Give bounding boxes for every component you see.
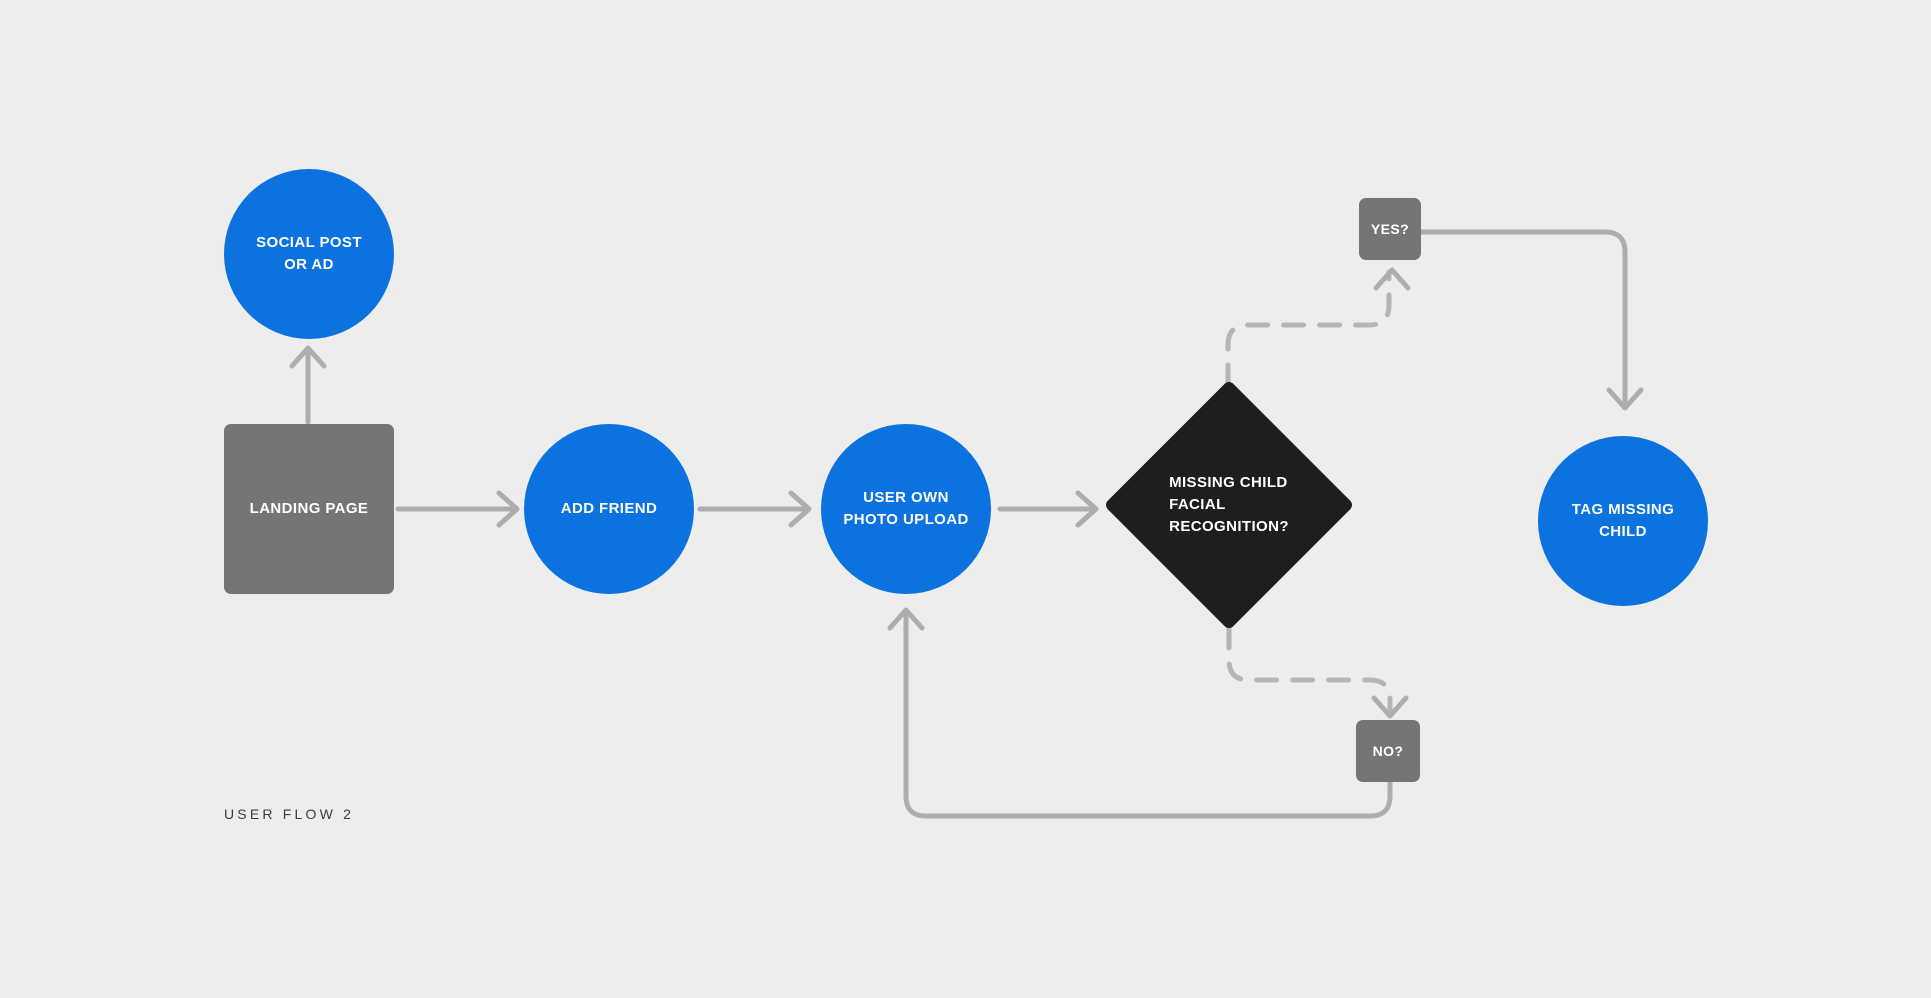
node-label-missing-child-facial-recognition: MISSING CHILD FACIAL RECOGNITION? <box>1169 474 1289 535</box>
diamond-shape <box>1106 382 1352 628</box>
node-label-add-friend: ADD FRIEND <box>560 500 658 518</box>
node-user-own-photo-upload[interactable]: USER OWN PHOTO UPLOAD <box>821 424 991 594</box>
node-social-post-or-ad[interactable]: SOCIAL POST OR AD <box>224 169 394 339</box>
edge-decision-to-yes <box>1225 267 1411 388</box>
node-yes[interactable]: YES? <box>1359 198 1421 260</box>
edge-decision-to-no <box>1226 625 1409 719</box>
node-add-friend[interactable]: ADD FRIEND <box>524 424 694 594</box>
node-label-landing-page: LANDING PAGE <box>249 500 369 518</box>
node-label-yes: YES? <box>1370 220 1410 237</box>
edge-no-to-photo-upload-loop <box>887 607 1393 819</box>
edge-add-friend-to-photo-upload <box>697 490 812 528</box>
node-landing-page[interactable]: LANDING PAGE <box>224 424 394 594</box>
diamond-text-wrap: MISSING CHILD FACIAL RECOGNITION? <box>1106 382 1352 628</box>
node-tag-missing-child[interactable]: TAG MISSING CHILD <box>1538 436 1708 606</box>
edge-landing-page-to-social-post <box>289 345 327 425</box>
node-label-no: NO? <box>1372 742 1404 759</box>
edge-landing-page-to-add-friend <box>395 490 520 528</box>
node-missing-child-facial-recognition[interactable]: MISSING CHILD FACIAL RECOGNITION? <box>1106 382 1352 628</box>
edge-yes-to-tag-missing-child <box>1410 229 1644 411</box>
edge-photo-upload-to-decision <box>997 490 1099 528</box>
diagram-caption: USER FLOW 2 <box>224 806 355 822</box>
node-label-user-own-photo-upload: USER OWN PHOTO UPLOAD <box>843 489 969 528</box>
node-label-tag-missing-child: TAG MISSING CHILD <box>1571 501 1675 540</box>
node-label-social-post-or-ad: SOCIAL POST OR AD <box>256 234 362 273</box>
node-no[interactable]: NO? <box>1356 720 1420 782</box>
